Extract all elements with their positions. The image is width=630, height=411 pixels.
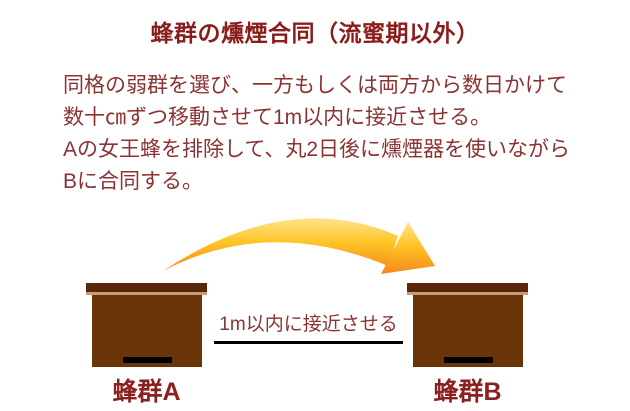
hive-b-lid: [407, 283, 528, 292]
hive-a-label: 蜂群A: [112, 378, 181, 406]
arrow-head: [381, 222, 435, 274]
hive-a-body: [92, 295, 202, 367]
hive-b-entrance: [444, 357, 493, 363]
hive-b-label: 蜂群B: [433, 378, 502, 406]
curved-arrow-icon: [163, 218, 435, 274]
hive-a-lid: [86, 283, 207, 292]
hive-a-lid-underside: [86, 292, 207, 295]
description-text: 同格の弱群を選び、一方もしくは両方から数日かけて 数十㎝ずつ移動させて1m以内に…: [63, 70, 583, 198]
arrow-body: [163, 218, 398, 271]
description-line-2: 数十㎝ずつ移動させて1m以内に接近させる。: [63, 106, 492, 129]
description-line-3: Aの女王蜂を排除して、丸2日後に燻煙器を使いながら: [63, 138, 571, 161]
hive-box-a: [86, 283, 207, 367]
hive-b-lid-underside: [407, 292, 528, 295]
description-line-4: Bに合同する。: [63, 170, 204, 193]
hive-a-entrance: [123, 357, 172, 363]
hive-b-body: [413, 295, 523, 367]
description-line-1: 同格の弱群を選び、一方もしくは両方から数日かけて: [63, 74, 567, 97]
distance-note: 1m以内に接近させる: [219, 314, 398, 335]
distance-line: [214, 341, 403, 344]
page-title: 蜂群の燻煙合同（流蜜期以外）: [150, 20, 480, 46]
hive-box-b: [407, 283, 528, 367]
